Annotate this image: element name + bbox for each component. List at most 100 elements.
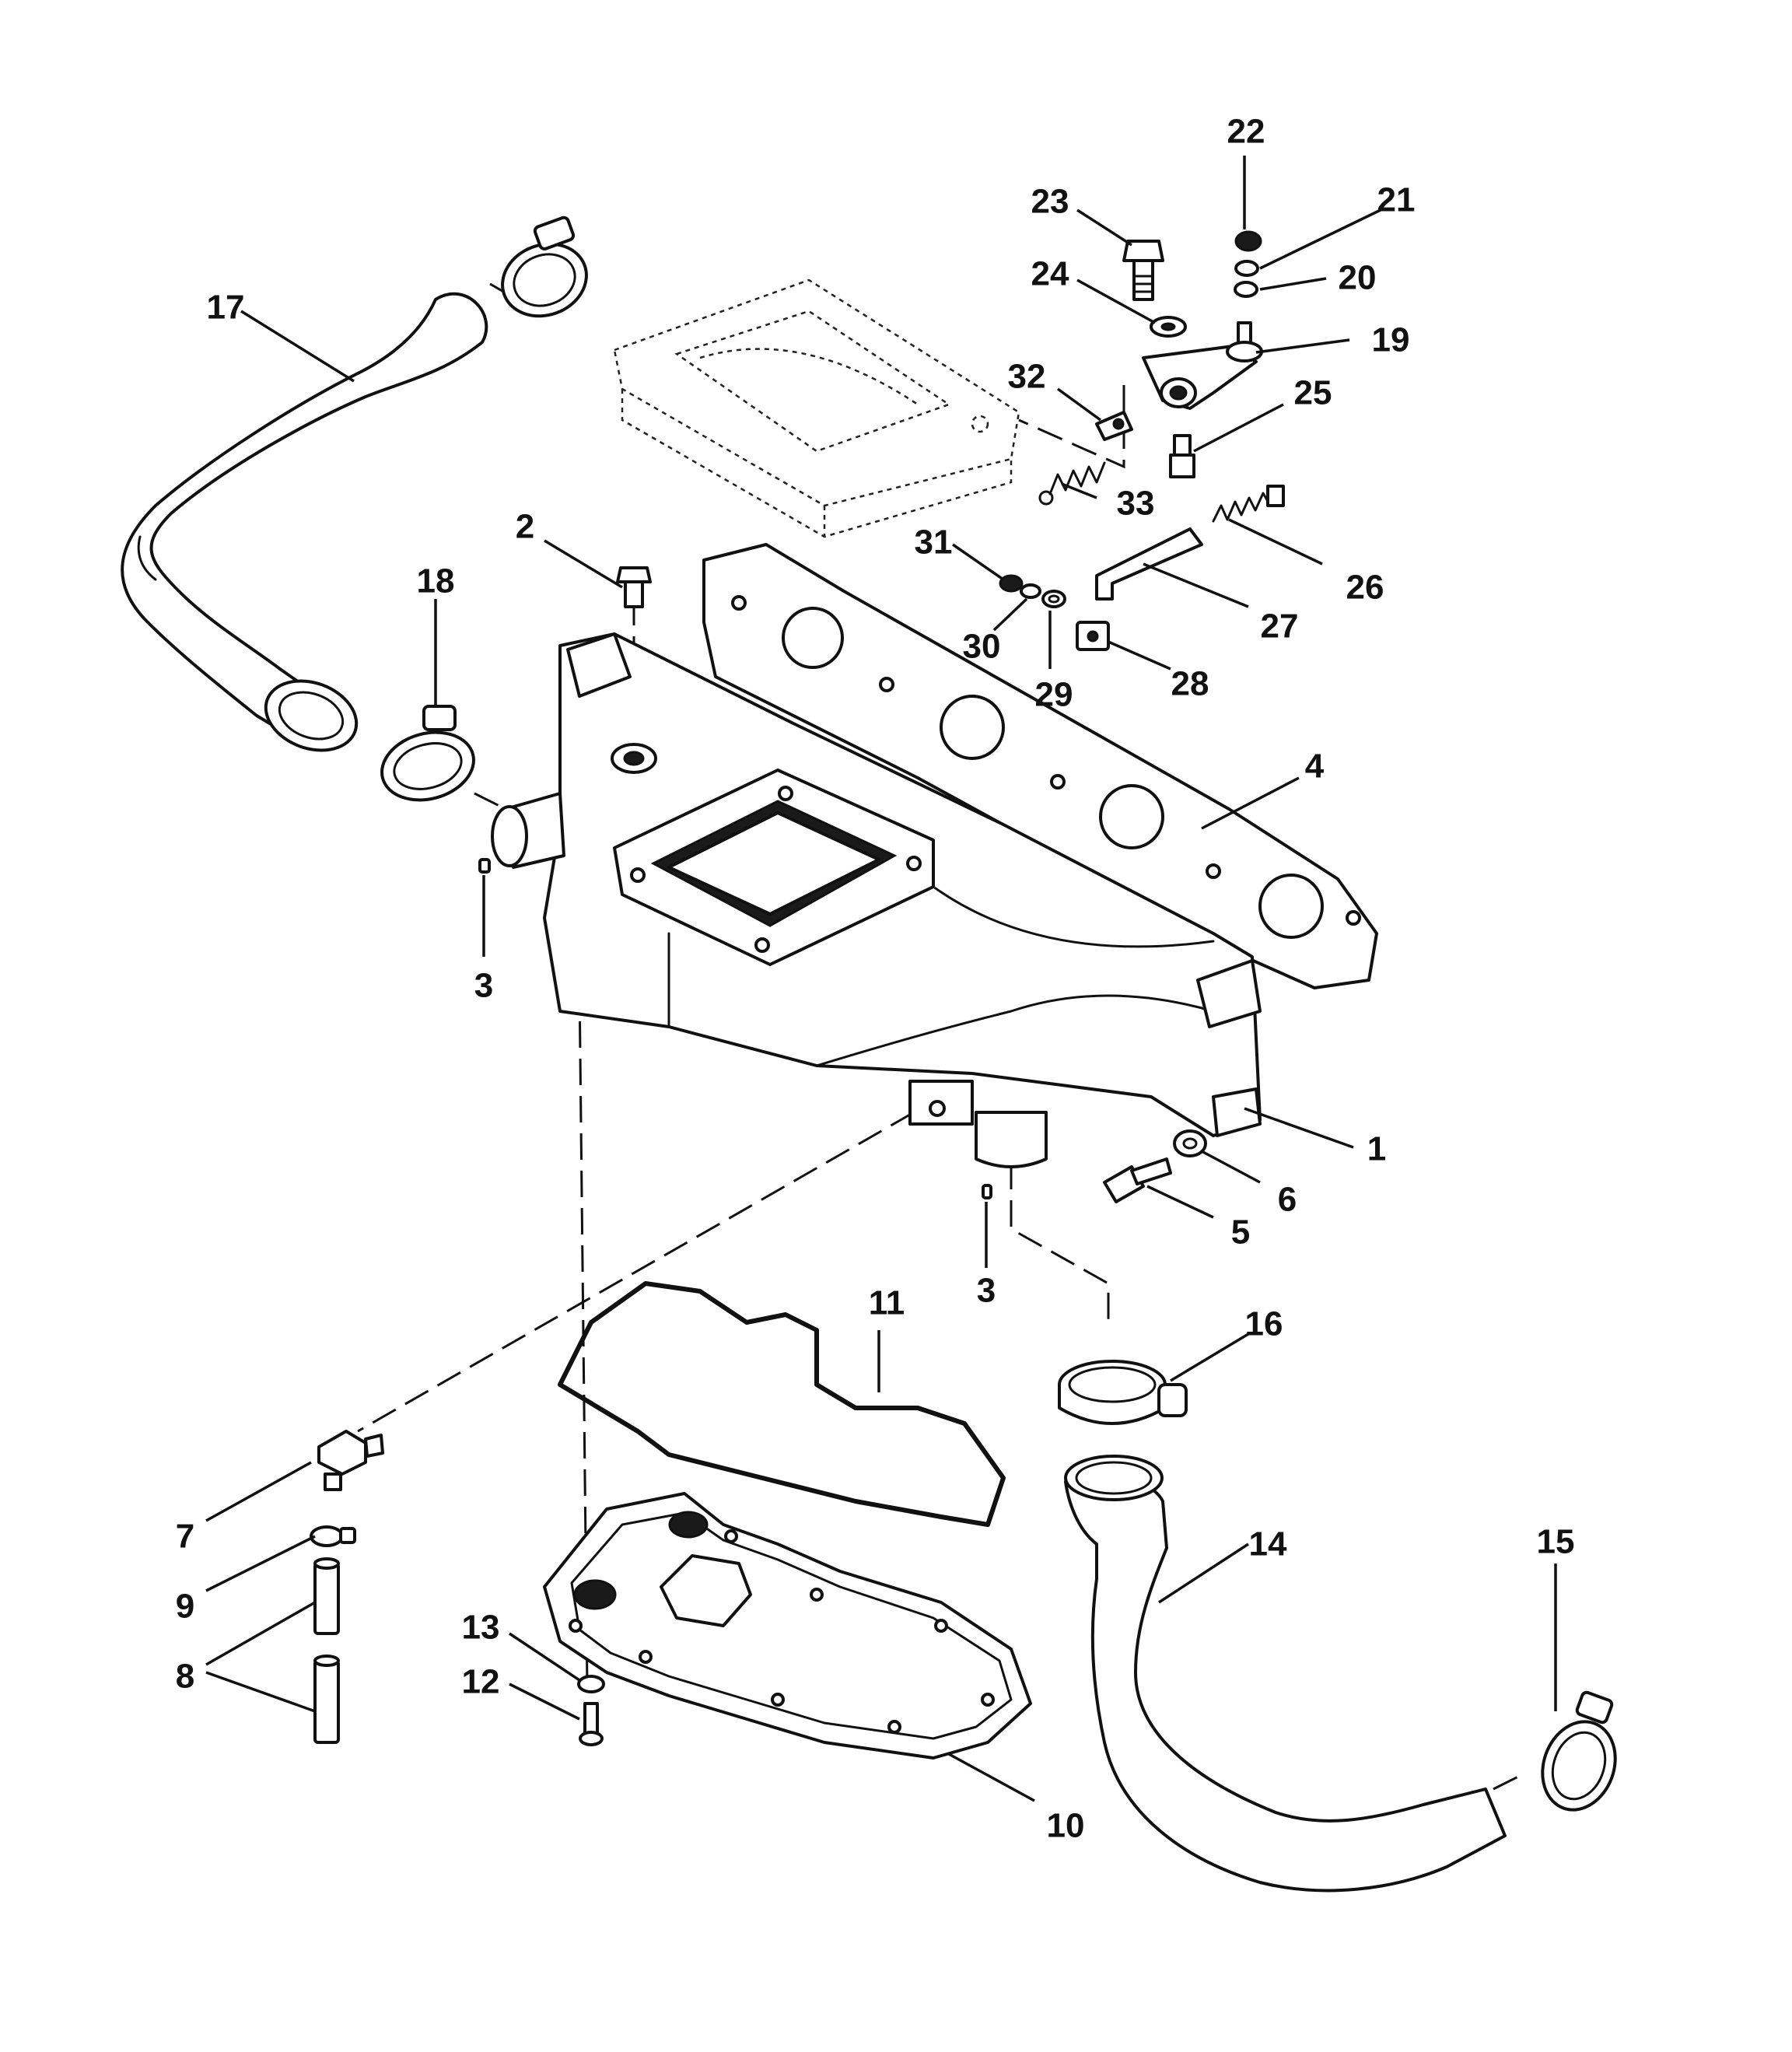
clamp-9 (310, 1525, 356, 1547)
spring-26 (1212, 485, 1285, 523)
callout-18: 18 (417, 562, 455, 601)
nut-31 (999, 574, 1024, 593)
callout-4: 4 (1305, 748, 1325, 786)
callout-28: 28 (1171, 665, 1209, 703)
leader-7 (205, 1461, 312, 1522)
leader-26 (1228, 518, 1323, 566)
callout-13: 13 (462, 1609, 500, 1647)
callout-27: 27 (1261, 608, 1299, 646)
plug-3-bottom (982, 1184, 992, 1199)
callout-5: 5 (1231, 1213, 1250, 1252)
gasket-port-3 (1099, 784, 1164, 849)
sleeve-8-lower (313, 1655, 340, 1744)
callout-19: 19 (1372, 321, 1410, 359)
callout-24: 24 (1031, 255, 1069, 293)
nut-22 (1234, 230, 1262, 252)
leader-20 (1259, 277, 1327, 291)
bolt-23 (1122, 240, 1164, 301)
callout-29: 29 (1035, 676, 1073, 714)
callout-1: 1 (1367, 1130, 1386, 1168)
callout-8: 8 (176, 1658, 194, 1696)
leader-2 (544, 539, 623, 589)
callout-33: 33 (1117, 485, 1155, 523)
hose-clamp-16 (1058, 1360, 1188, 1425)
leader-27 (1143, 562, 1249, 608)
hose-lower (1064, 1455, 1507, 1893)
callout-30: 30 (963, 628, 1001, 666)
washer-20 (1234, 281, 1258, 298)
washer-21 (1234, 260, 1259, 277)
washer-6 (1173, 1129, 1207, 1157)
callout-17: 17 (207, 289, 245, 327)
assembly-line-hose-17 (474, 792, 514, 814)
gasket-port-1 (782, 607, 844, 669)
leader-5 (1146, 1185, 1214, 1219)
callout-9: 9 (176, 1588, 194, 1626)
block-28 (1076, 621, 1110, 651)
callout-22: 22 (1227, 113, 1265, 151)
leader-32 (1056, 387, 1102, 422)
callout-20: 20 (1339, 259, 1377, 297)
spring-33 (1038, 461, 1106, 506)
callout-6: 6 (1278, 1181, 1297, 1219)
lever-19 (1142, 321, 1263, 410)
washer-24 (1150, 316, 1187, 338)
bolt-5 (1103, 1157, 1172, 1203)
leader-23 (1076, 208, 1132, 247)
leader-17 (240, 310, 355, 383)
assembly-line-clamp-15 (1493, 1772, 1525, 1791)
callout-10: 10 (1047, 1807, 1085, 1845)
assembly-line-linkage (1018, 385, 1125, 469)
assembly-line-fitting (357, 1111, 915, 1433)
leader-6 (1201, 1150, 1261, 1184)
cover-drain-boss-1 (573, 1579, 617, 1610)
leader-13 (509, 1632, 580, 1682)
leader-14 (1158, 1543, 1249, 1604)
hose-upper (121, 292, 488, 752)
leader-lines (205, 156, 1557, 1802)
leader-28 (1108, 640, 1171, 671)
intake-manifold (491, 632, 1262, 1168)
hose-clamp-upper (501, 215, 588, 318)
leader-31 (952, 543, 1004, 581)
manifold-water-outlet (975, 1111, 1048, 1168)
leader-33 (1061, 482, 1097, 499)
connector-25 (1169, 434, 1195, 478)
callout-31: 31 (915, 524, 953, 562)
callout-14: 14 (1249, 1525, 1287, 1564)
leader-21 (1259, 208, 1381, 270)
cover-gasket (558, 1281, 1006, 1527)
leader-30 (992, 597, 1028, 632)
leader-19 (1255, 338, 1350, 354)
washer-29 (1041, 590, 1066, 608)
rod-27 (1095, 527, 1203, 601)
callout-32: 32 (1008, 358, 1046, 396)
leader-16 (1170, 1332, 1249, 1382)
cover-raised-pad (660, 1554, 752, 1627)
carburetor-phantom (613, 278, 1020, 538)
leader-9 (205, 1535, 316, 1592)
leader-24 (1076, 278, 1156, 324)
callout-16: 16 (1245, 1305, 1283, 1343)
assembly-line-hose-clamp (1010, 1163, 1110, 1322)
gasket-port-4 (1258, 874, 1324, 939)
leader-8b (205, 1671, 316, 1713)
callout-3-lower: 3 (977, 1272, 996, 1310)
callout-15: 15 (1537, 1523, 1575, 1561)
leader-8a (205, 1601, 316, 1666)
hose-upper-end (264, 679, 359, 752)
hose-clamp-15 (1541, 1690, 1617, 1812)
water-cover (543, 1492, 1032, 1760)
callout-26: 26 (1346, 569, 1384, 607)
bracket-32 (1095, 411, 1133, 441)
screw-12 (579, 1702, 604, 1746)
plug-3-left (478, 858, 491, 874)
callout-11: 11 (869, 1284, 905, 1322)
callout-12: 12 (462, 1663, 500, 1701)
callout-numbers: 1 2 3 3 4 5 6 7 8 9 10 11 12 13 14 15 16… (176, 113, 1575, 1845)
bolt-2 (616, 566, 652, 608)
cover-drain-boss-2 (668, 1511, 709, 1539)
gasket-port-2 (940, 695, 1005, 760)
elbow-fitting-7 (317, 1430, 384, 1491)
